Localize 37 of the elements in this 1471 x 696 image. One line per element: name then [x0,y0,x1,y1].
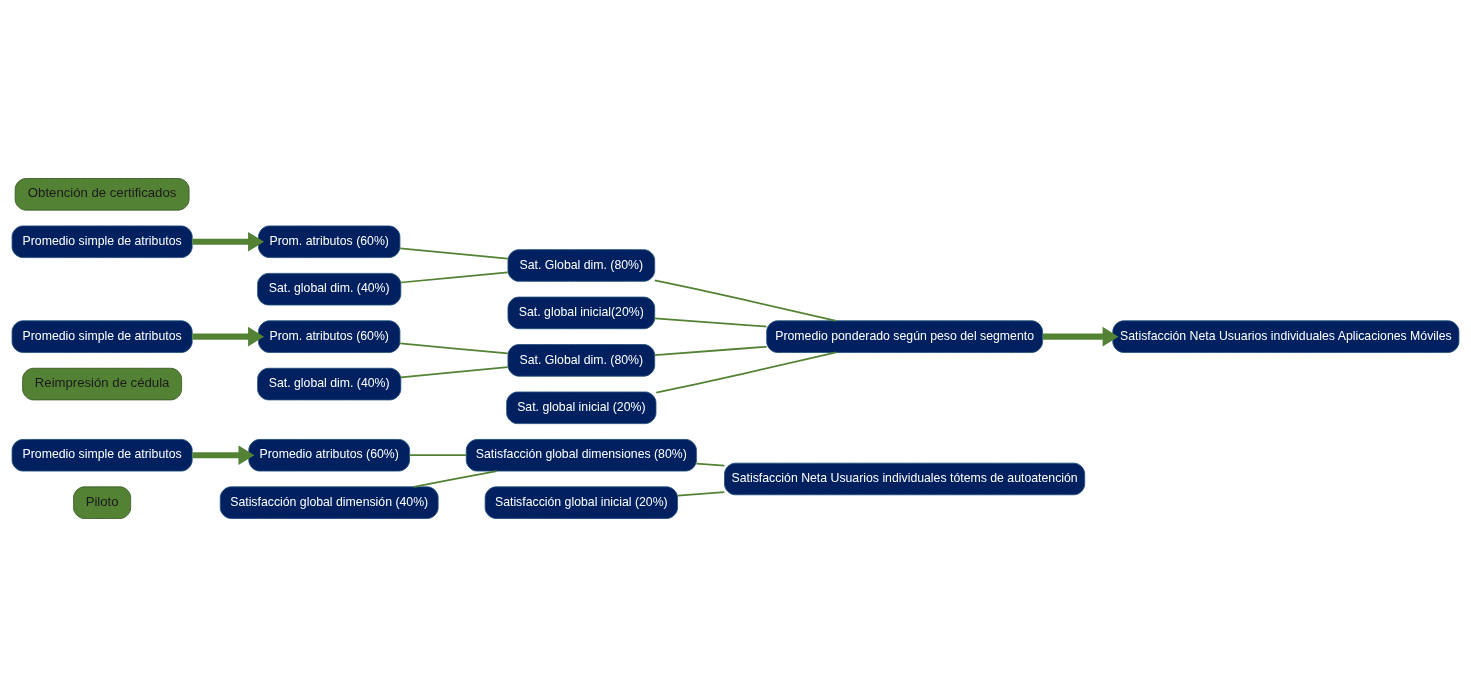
node-box: Promedio atributos (60%) [248,438,410,471]
connector [399,341,509,354]
connector [653,316,768,327]
node-box: Promedio ponderado según peso del segmento [766,319,1043,353]
connector [399,271,509,283]
node-box: Promedio simple de atributos [11,225,193,258]
node-box: Prom. atributos (60%) [258,225,401,258]
node-box: Sat. global dim. (40%) [257,367,402,400]
node-box: Satisfacción global dimensiones (80%) [465,438,697,471]
node-box: Sat. global inicial(20%) [507,296,656,329]
connector [408,453,467,456]
node-box: Satisfacción Neta Usuarios individuales Aplicaciones Móviles [1112,319,1460,353]
node-box: Sat. global dim. (40%) [257,272,402,305]
connector [653,345,768,356]
connector [676,490,726,496]
node-box: Satisfacción global dimensión (40%) [219,485,439,519]
node-box: Promedio simple de atributos [11,438,193,471]
connector [399,365,509,378]
connector [655,351,837,393]
arrow [192,326,265,346]
node-box: Sat. global inicial (20%) [506,391,657,424]
arrow [1042,326,1119,346]
connector [412,469,498,488]
node-box: Promedio simple de atributos [11,319,193,353]
node-box: Obtención de certificados [14,177,190,211]
node-box: Reimpresión de cédula [22,367,183,400]
node-box: Piloto [73,485,132,519]
node-box: Sat. Global dim. (80%) [507,343,656,377]
connector [653,278,837,322]
node-box: Satisfacción Neta Usuarios individuales tótems de autoatención [724,462,1086,495]
connector [695,462,726,467]
node-box: Sat. Global dim. (80%) [507,248,656,282]
arrow [192,231,265,252]
arrow [192,444,255,465]
node-box: Satisfacción global inicial (20%) [484,485,678,519]
node-box: Prom. atributos (60%) [258,319,401,353]
connector [399,247,509,259]
